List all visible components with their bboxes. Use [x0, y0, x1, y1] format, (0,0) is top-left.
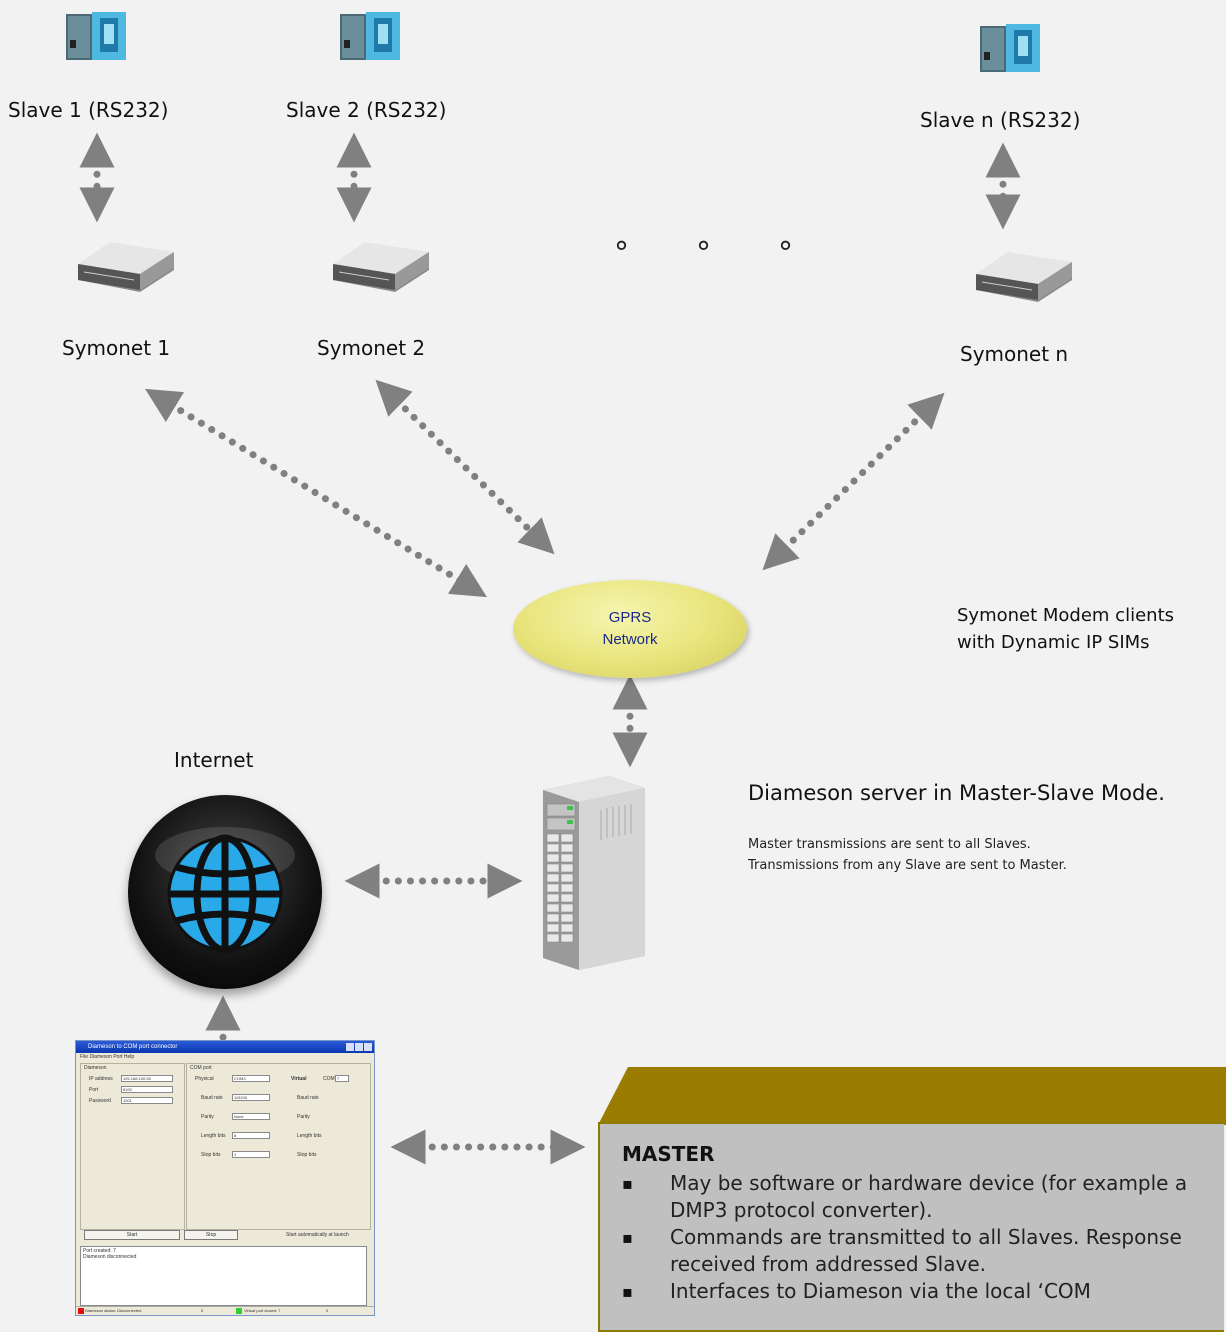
ellipsis-dot: °: [778, 236, 793, 271]
master-title: MASTER: [622, 1142, 715, 1166]
status-left-count: 0: [201, 1308, 204, 1313]
server-notes: Master transmissions are sent to all Sla…: [748, 834, 1067, 876]
arrow-symonet1-gprs: [145, 388, 487, 598]
length-label-virtual: Length bits: [297, 1133, 322, 1139]
password-label: Password: [89, 1098, 111, 1104]
virtual-radio[interactable]: Virtual: [291, 1076, 307, 1082]
log-line: Port created: 7: [83, 1248, 116, 1254]
com-port-group: COM port Physical COM3 Virtual COM 7 Bau…: [186, 1063, 371, 1230]
baud-label-virtual: Baud rate: [297, 1095, 319, 1101]
baud-label: Baud rate: [201, 1095, 223, 1101]
internet-globe: [128, 795, 322, 989]
status-left: Diameson status: Disconnected: [85, 1308, 142, 1313]
arrow-symonetn-gprs: [762, 392, 945, 571]
symonet-2-label: Symonet 2: [317, 336, 426, 360]
status-right-count: 0: [326, 1308, 329, 1313]
length-select[interactable]: 8: [232, 1132, 270, 1139]
clients-note-line2: with Dynamic IP SIMs: [957, 632, 1150, 653]
log-area: Port created: 7 Diameson disconnected: [80, 1246, 367, 1306]
server-note-1: Master transmissions are sent to all Sla…: [748, 837, 1031, 852]
physical-radio[interactable]: Physical: [195, 1076, 214, 1082]
com-field[interactable]: 7: [335, 1075, 349, 1082]
slave-1-label: Slave 1 (RS232): [8, 98, 169, 122]
com-label: COM: [323, 1076, 335, 1082]
baud-select[interactable]: 115200: [232, 1094, 270, 1101]
server-title: Diameson server in Master-Slave Mode.: [748, 781, 1165, 805]
server-icon: [543, 776, 645, 970]
port-field[interactable]: 8100: [121, 1086, 173, 1093]
maximize-icon[interactable]: [355, 1043, 363, 1051]
parity-select[interactable]: None: [232, 1113, 270, 1120]
master-box-header: [598, 1067, 1226, 1125]
parity-label-virtual: Parity: [297, 1114, 310, 1120]
modem-icon: [78, 242, 174, 292]
diameson-group: Diameson IP address 192.168.100.55 Port …: [80, 1063, 185, 1230]
start-button[interactable]: Start: [84, 1230, 180, 1240]
modem-icon: [333, 242, 429, 292]
status-red-indicator: [78, 1307, 84, 1314]
port-label: Port: [89, 1087, 99, 1093]
globe-icon: [155, 827, 295, 954]
gprs-network: GPRS Network: [513, 580, 747, 678]
app-window-screenshot: Diameson to COM port connector File Diam…: [75, 1040, 375, 1316]
gprs-line2: Network: [602, 631, 658, 648]
clients-note-line1: Symonet Modem clients: [957, 605, 1175, 626]
slave-device-icon: [980, 24, 1040, 72]
app-title: Diameson to COM port connector: [88, 1044, 178, 1050]
ip-label: IP address: [89, 1076, 113, 1082]
app-menu-bar[interactable]: File Diameson Port Help: [80, 1054, 135, 1060]
master-item: Interfaces to Diameson via the local ‘CO…: [622, 1278, 1214, 1305]
close-icon[interactable]: [364, 1043, 372, 1051]
master-item: Commands are transmitted to all Slaves. …: [622, 1224, 1214, 1278]
master-body: MASTER May be software or hardware devic…: [598, 1122, 1224, 1332]
com-group-label: COM port: [190, 1065, 212, 1071]
arrow-symonet2-gprs: [375, 379, 555, 555]
ellipsis-dot: °: [696, 236, 711, 271]
master-list: May be software or hardware device (for …: [622, 1170, 1214, 1305]
app-title-bar: Diameson to COM port connector: [76, 1041, 374, 1053]
clients-note: Symonet Modem clients with Dynamic IP SI…: [957, 602, 1174, 656]
status-right: Virtual port closed: 7: [244, 1308, 281, 1313]
server-note-2: Transmissions from any Slave are sent to…: [748, 858, 1067, 873]
stop-button[interactable]: Stop: [184, 1230, 238, 1240]
slave-n-label: Slave n (RS232): [920, 108, 1081, 132]
stop-bits-label-virtual: Stop bits: [297, 1152, 317, 1158]
master-item: May be software or hardware device (for …: [622, 1170, 1214, 1224]
gprs-line1: GPRS: [608, 609, 652, 626]
slave-device-icon: [340, 12, 400, 60]
slave-2-label: Slave 2 (RS232): [286, 98, 447, 122]
log-line: Diameson disconnected: [83, 1254, 137, 1260]
symonet-n-label: Symonet n: [960, 342, 1069, 366]
length-label: Length bits: [201, 1133, 226, 1139]
slave-device-icon: [66, 12, 126, 60]
stop-bits-select[interactable]: 1: [232, 1151, 270, 1158]
password-field[interactable]: 1001: [121, 1097, 173, 1104]
physical-select[interactable]: COM3: [232, 1075, 270, 1082]
status-bar: Diameson status: Disconnected 0 Virtual …: [76, 1306, 374, 1315]
minimize-icon[interactable]: [346, 1043, 354, 1051]
status-green-indicator: [236, 1308, 242, 1314]
parity-label: Parity: [201, 1114, 214, 1120]
ip-field[interactable]: 192.168.100.55: [121, 1075, 173, 1082]
modem-icon: [976, 252, 1072, 302]
auto-start-checkbox[interactable]: Start automatically at launch: [286, 1232, 349, 1238]
ellipsis-dot: °: [614, 236, 629, 271]
diameson-group-label: Diameson: [84, 1065, 107, 1071]
master-box: MASTER May be software or hardware devic…: [598, 1067, 1226, 1332]
symonet-1-label: Symonet 1: [62, 336, 171, 360]
stop-bits-label: Stop bits: [201, 1152, 221, 1158]
internet-label: Internet: [174, 748, 254, 772]
window-controls: [346, 1043, 372, 1051]
